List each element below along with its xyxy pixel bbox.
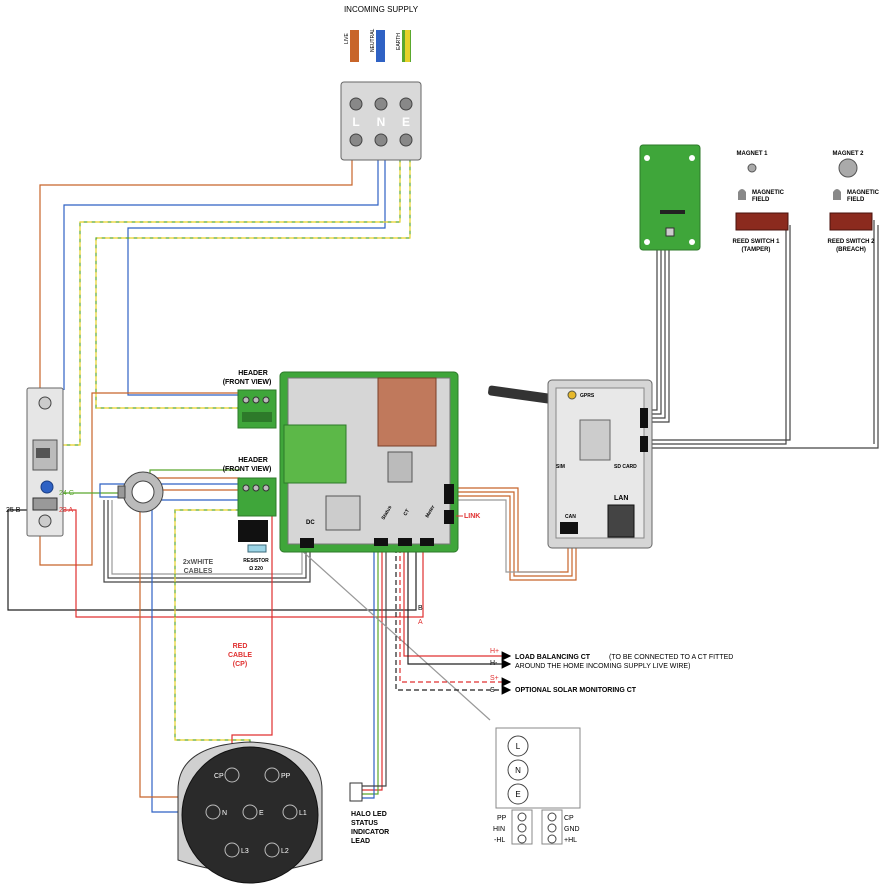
reed-switch-2 bbox=[829, 212, 873, 231]
resistor-icon bbox=[247, 544, 267, 553]
incoming-supply: INCOMING SUPPLY LIVE NEUTRAL EARTH L N E bbox=[340, 5, 422, 161]
reed1-b: (TAMPER) bbox=[742, 247, 771, 253]
s-plus: S+ bbox=[490, 675, 499, 682]
comms-board: GPRS SIM SD CARD LAN CAN bbox=[488, 379, 653, 549]
term-e: E bbox=[402, 115, 410, 129]
jb-l: L bbox=[516, 742, 521, 751]
meter-label: Meter bbox=[425, 504, 437, 519]
jb-cp: CP bbox=[564, 815, 574, 822]
sock-l3: L3 bbox=[241, 848, 249, 855]
sock-l2: L2 bbox=[281, 848, 289, 855]
earth-label: EARTH bbox=[396, 33, 402, 50]
resistor-b: Ω 220 bbox=[249, 566, 263, 572]
lb-title: LOAD BALANCING CT bbox=[515, 654, 591, 661]
meter-24g: 24 G bbox=[59, 490, 74, 497]
live-wire bbox=[350, 30, 359, 62]
halo-lead: HALO LED STATUS INDICATOR LEAD bbox=[349, 782, 389, 845]
h-plus: H+ bbox=[490, 648, 499, 655]
jb-n: N bbox=[515, 766, 521, 775]
jb-hin: HIN bbox=[493, 826, 505, 833]
link-label: LINK bbox=[464, 513, 480, 520]
header-top bbox=[237, 389, 277, 429]
lan-label: LAN bbox=[614, 495, 628, 502]
din-meter: 24 G 25 B 23 A bbox=[6, 387, 74, 537]
main-board: DC Status CT Meter LINK HEADER (FRONT VI… bbox=[183, 370, 481, 575]
term-l: L bbox=[352, 115, 359, 129]
reed-switch-1 bbox=[735, 212, 789, 231]
reed2-a: REED SWITCH 2 bbox=[827, 239, 875, 245]
relay-block bbox=[377, 377, 437, 447]
junction-box: L N E PP HIN -HL CP GND +HL bbox=[493, 727, 581, 845]
header-bottom bbox=[237, 477, 277, 517]
resistor-a: RESISTOR bbox=[243, 558, 269, 564]
lb-line2: AROUND THE HOME INCOMING SUPPLY LIVE WIR… bbox=[515, 663, 690, 670]
sock-l1: L1 bbox=[299, 810, 307, 817]
sock-cp: CP bbox=[214, 773, 224, 780]
sock-pp: PP bbox=[281, 773, 291, 780]
magnet2-label: MAGNET 2 bbox=[832, 151, 864, 157]
reed-pcb bbox=[639, 144, 701, 251]
bus-b: B bbox=[418, 605, 423, 612]
jb-hlp: +HL bbox=[564, 837, 577, 844]
bus-a: A bbox=[418, 619, 423, 626]
sd-label: SD CARD bbox=[614, 464, 637, 470]
lan-port bbox=[607, 504, 635, 538]
field1-icon bbox=[738, 189, 746, 200]
can-label: CAN bbox=[565, 514, 576, 520]
antenna-icon bbox=[488, 385, 558, 405]
meter-25b: 25 B bbox=[6, 507, 21, 514]
red-cable-1: RED bbox=[233, 643, 248, 650]
cp-connector bbox=[238, 520, 268, 542]
lb-rest: (TO BE CONNECTED TO A CT FITTED bbox=[609, 654, 733, 661]
term-n: N bbox=[377, 115, 386, 129]
halo-3: INDICATOR bbox=[351, 829, 389, 836]
red-cable-2: CABLE bbox=[228, 652, 252, 659]
meter-23a: 23 A bbox=[59, 507, 73, 514]
halo-2: STATUS bbox=[351, 820, 378, 827]
gprs-label: GPRS bbox=[580, 393, 595, 399]
charging-socket: CP PP N E L1 L3 L2 bbox=[177, 741, 323, 884]
field1-a: MAGNETIC bbox=[752, 190, 785, 196]
jb-e: E bbox=[515, 790, 520, 799]
red-cable-3: (CP) bbox=[233, 661, 247, 668]
header-bot-b: (FRONT VIEW) bbox=[223, 466, 272, 473]
neutral-label: NEUTRAL bbox=[370, 28, 376, 52]
header-bot-a: HEADER bbox=[238, 457, 268, 464]
dc-label: DC bbox=[306, 520, 315, 526]
cables-b: CABLES bbox=[184, 568, 213, 575]
field1-b: FIELD bbox=[752, 197, 770, 203]
pcb-window bbox=[283, 424, 347, 484]
sim-label: SIM bbox=[556, 464, 565, 470]
ct-clamp bbox=[117, 471, 164, 513]
sock-e: E bbox=[259, 810, 264, 817]
earth-wire bbox=[402, 30, 411, 62]
jb-gnd: GND bbox=[564, 826, 580, 833]
jb-hlm: -HL bbox=[494, 837, 505, 844]
halo-1: HALO LED bbox=[351, 811, 387, 818]
h-minus: H- bbox=[490, 660, 498, 667]
cables-a: 2xWHITE bbox=[183, 559, 214, 566]
neutral-wire bbox=[376, 30, 385, 62]
header-top-b: (FRONT VIEW) bbox=[223, 379, 272, 386]
live-label: LIVE bbox=[344, 32, 350, 44]
field2-a: MAGNETIC bbox=[847, 190, 880, 196]
reed-module: MAGNET 1 MAGNET 2 MAGNETIC FIELD MAGNETI… bbox=[639, 144, 880, 253]
halo-4: LEAD bbox=[351, 838, 370, 845]
jb-pp: PP bbox=[497, 815, 507, 822]
field2-icon bbox=[833, 189, 841, 200]
solar-title: OPTIONAL SOLAR MONITORING CT bbox=[515, 687, 637, 694]
magnet1-icon bbox=[747, 163, 757, 173]
sock-n: N bbox=[222, 810, 227, 817]
header-top-a: HEADER bbox=[238, 370, 268, 377]
supply-wires bbox=[7, 150, 879, 813]
magnet2-icon bbox=[838, 158, 858, 178]
field2-b: FIELD bbox=[847, 197, 865, 203]
supply-title: INCOMING SUPPLY bbox=[344, 5, 419, 14]
reed2-b: (BREACH) bbox=[836, 247, 866, 253]
ct-label: CT bbox=[403, 508, 412, 517]
s-minus: S- bbox=[490, 687, 498, 694]
magnet1-label: MAGNET 1 bbox=[736, 151, 768, 157]
reed1-a: REED SWITCH 1 bbox=[732, 239, 780, 245]
